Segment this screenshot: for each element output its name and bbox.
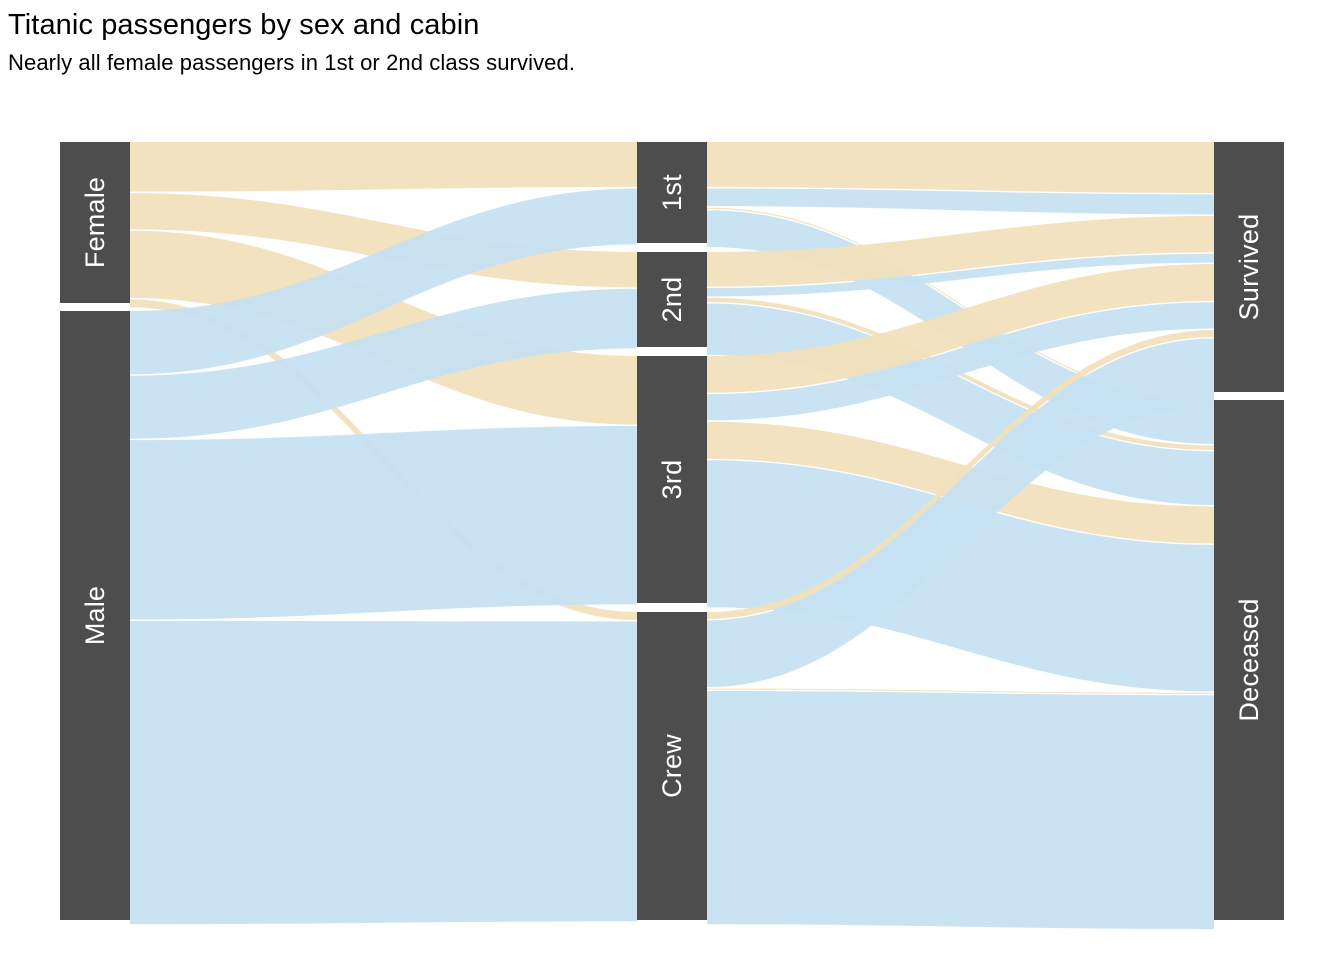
node-label-second: 2nd (657, 277, 687, 323)
flow-female-to-first (130, 142, 637, 192)
node-label-male: Male (80, 586, 110, 645)
node-label-survived: Survived (1234, 214, 1264, 321)
page-title: Titanic passengers by sex and cabin (8, 9, 480, 41)
node-female[interactable] (60, 142, 130, 303)
flow-third-to-survived (707, 263, 1214, 393)
flow-crew-to-survived (707, 338, 1214, 688)
node-male[interactable] (60, 311, 130, 920)
flow-crew-to-deceased (707, 691, 1214, 930)
flow-male-to-second (130, 288, 637, 439)
flow-female-to-third (130, 230, 637, 425)
flow-crew-to-survived (707, 330, 1214, 619)
flow-male-to-third (130, 425, 637, 620)
flow-first-to-survived (707, 188, 1214, 215)
node-label-crew: Crew (657, 734, 687, 798)
flow-male-to-first (130, 188, 637, 375)
node-third[interactable] (637, 356, 707, 603)
node-crew[interactable] (637, 612, 707, 920)
flow-crew-to-deceased (707, 688, 1214, 694)
flow-ribbons-layer (130, 142, 1214, 930)
page-subtitle: Nearly all female passengers in 1st or 2… (8, 50, 576, 75)
node-label-third: 3rd (657, 460, 687, 500)
node-second[interactable] (637, 252, 707, 347)
flow-third-to-deceased (707, 460, 1214, 692)
node-label-first: 1st (657, 174, 687, 211)
flow-third-to-survived (707, 302, 1214, 421)
flow-first-to-deceased (707, 207, 1214, 402)
flow-second-to-survived (707, 215, 1214, 287)
title-block: Titanic passengers by sex and cabin Near… (8, 6, 1328, 78)
flow-female-to-second (130, 193, 637, 288)
node-survived[interactable] (1214, 142, 1284, 392)
flow-second-to-survived (707, 253, 1214, 297)
flow-male-to-crew (130, 620, 637, 925)
node-label-female: Female (80, 177, 110, 268)
flow-first-to-survived (707, 142, 1214, 193)
node-deceased[interactable] (1214, 400, 1284, 920)
node-bars-layer (60, 142, 1284, 920)
node-first[interactable] (637, 142, 707, 243)
node-label-deceased: Deceased (1234, 598, 1264, 721)
